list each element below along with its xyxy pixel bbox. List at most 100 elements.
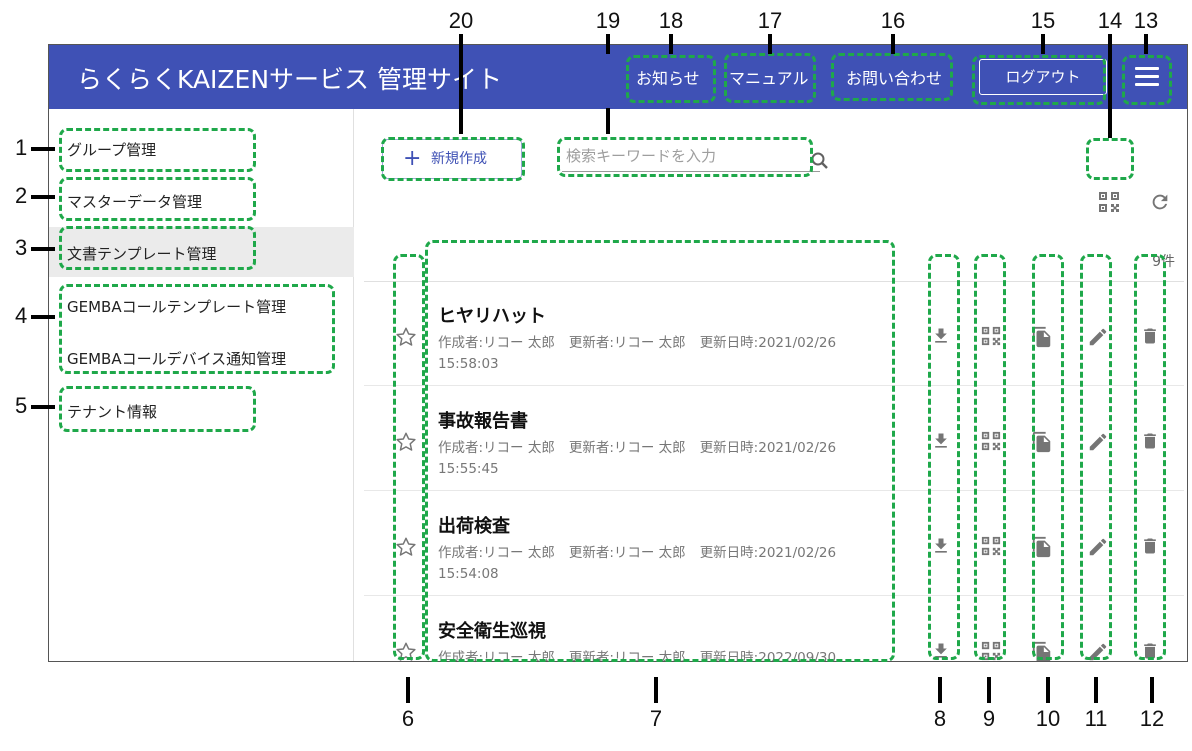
callout-number: 9 (982, 706, 996, 731)
callout-number: 16 (880, 8, 906, 33)
updater-text: 更新者:リコー 太郎 (568, 335, 686, 351)
new-document-button[interactable]: + 新規作成 (382, 139, 522, 179)
callout-number: 4 (15, 303, 28, 328)
qr-code-icon[interactable] (981, 536, 1001, 560)
star-outline-icon[interactable] (395, 641, 417, 661)
delete-icon[interactable] (1140, 431, 1160, 455)
copy-icon[interactable] (1031, 326, 1053, 352)
plus-icon: + (403, 146, 422, 171)
logout-button[interactable]: ログアウト (979, 59, 1107, 95)
refresh-icon[interactable] (1149, 191, 1171, 213)
app-header: らくらくKAIZENサービス 管理サイト お知らせ マニュアル お問い合わせ ロ… (49, 45, 1187, 109)
document-title[interactable]: 安全衛生巡視 (438, 621, 546, 642)
callout-number: 10 (1035, 706, 1061, 731)
callout-number: 17 (757, 8, 783, 33)
sidebar-item-group[interactable]: グループ管理 (67, 141, 157, 159)
qr-code-icon[interactable] (981, 326, 1001, 350)
copy-icon[interactable] (1031, 536, 1053, 562)
callout-tick (31, 247, 55, 251)
callout-number: 20 (448, 8, 474, 33)
updated-time-text: 15:55:45 (438, 461, 499, 477)
callout-tick (891, 34, 895, 54)
qr-code-icon[interactable] (981, 431, 1001, 455)
updater-text: 更新者:リコー 太郎 (568, 650, 686, 662)
document-title[interactable]: 事故報告書 (438, 411, 528, 432)
updated-time-text: 15:58:03 (438, 356, 499, 372)
contact-link[interactable]: お問い合わせ (846, 69, 943, 88)
download-icon[interactable] (931, 536, 951, 560)
document-title[interactable]: ヒヤリハット (438, 306, 546, 327)
new-button-label: 新規作成 (431, 151, 487, 167)
callout-number: 11 (1084, 706, 1108, 731)
callout-number: 19 (595, 8, 621, 33)
copy-icon[interactable] (1031, 641, 1053, 661)
delete-icon[interactable] (1140, 326, 1160, 350)
callout-number: 2 (15, 183, 28, 208)
callout-number: 3 (15, 235, 28, 260)
table-row[interactable]: ヒヤリハット作成者:リコー 太郎更新者:リコー 太郎更新日時:2021/02/2… (364, 282, 1184, 386)
callout-number: 8 (933, 706, 947, 731)
app-title: らくらくKAIZENサービス 管理サイト (77, 65, 503, 94)
sidebar: グループ管理 マスターデータ管理 文書テンプレート管理 GEMBAコールテンプレ… (49, 109, 354, 661)
callout-tick (31, 147, 55, 151)
updated-date-text: 更新日時:2022/09/30 (699, 650, 837, 662)
download-icon[interactable] (931, 326, 951, 350)
callout-tick (1150, 677, 1154, 703)
sidebar-item-gemba-call-device[interactable]: GEMBAコールデバイス通知管理 (67, 350, 287, 368)
sidebar-item-master-data[interactable]: マスターデータ管理 (67, 193, 203, 211)
updated-date-text: 更新日時:2021/02/26 (699, 545, 837, 561)
hamburger-menu-icon[interactable] (1135, 67, 1159, 87)
author-text: 作成者:リコー 太郎 (438, 440, 555, 456)
manual-link[interactable]: マニュアル (729, 69, 809, 88)
delete-icon[interactable] (1140, 536, 1160, 560)
sidebar-item-document-template[interactable]: 文書テンプレート管理 (67, 245, 217, 263)
updater-text: 更新者:リコー 太郎 (568, 545, 686, 561)
star-outline-icon[interactable] (395, 431, 417, 457)
delete-icon[interactable] (1140, 641, 1160, 661)
updated-date-text: 更新日時:2021/02/26 (699, 335, 837, 351)
callout-tick (987, 677, 991, 703)
callout-tick (31, 195, 55, 199)
author-text: 作成者:リコー 太郎 (438, 335, 555, 351)
callout-number: 12 (1139, 706, 1165, 731)
edit-icon[interactable] (1087, 431, 1109, 457)
app-window: らくらくKAIZENサービス 管理サイト お知らせ マニュアル お問い合わせ ロ… (48, 44, 1188, 662)
download-icon[interactable] (931, 431, 951, 455)
document-title[interactable]: 出荷検査 (438, 516, 510, 537)
sidebar-item-tenant[interactable]: テナント情報 (67, 403, 158, 421)
table-row[interactable]: 安全衛生巡視作成者:リコー 太郎更新者:リコー 太郎更新日時:2022/09/3… (364, 597, 1184, 662)
sidebar-item-gemba-call-template[interactable]: GEMBAコールテンプレート管理 (67, 298, 287, 316)
callout-number: 15 (1030, 8, 1056, 33)
callout-tick (1046, 677, 1050, 703)
callout-number: 1 (15, 135, 28, 160)
star-outline-icon[interactable] (395, 326, 417, 352)
search-icon[interactable] (810, 151, 830, 171)
callout-tick (938, 677, 942, 703)
edit-icon[interactable] (1087, 641, 1109, 661)
table-row[interactable]: 事故報告書作成者:リコー 太郎更新者:リコー 太郎更新日時:2021/02/26… (364, 387, 1184, 491)
updater-text: 更新者:リコー 太郎 (568, 440, 686, 456)
list-divider (364, 281, 1184, 282)
callout-tick (768, 34, 772, 54)
callout-number: 13 (1133, 8, 1159, 33)
star-outline-icon[interactable] (395, 536, 417, 562)
result-count: 9件 (1152, 254, 1175, 270)
qr-code-icon[interactable] (1098, 191, 1120, 213)
author-text: 作成者:リコー 太郎 (438, 545, 555, 561)
callout-tick (1144, 34, 1148, 54)
qr-code-icon[interactable] (981, 641, 1001, 661)
callout-tick (459, 34, 463, 110)
callout-tick (459, 108, 463, 134)
edit-icon[interactable] (1087, 326, 1109, 352)
search-input[interactable] (562, 141, 820, 172)
callout-tick (1094, 677, 1098, 703)
edit-icon[interactable] (1087, 536, 1109, 562)
download-icon[interactable] (931, 641, 951, 661)
notice-link[interactable]: お知らせ (636, 69, 700, 88)
copy-icon[interactable] (1031, 431, 1053, 457)
callout-tick (406, 677, 410, 703)
